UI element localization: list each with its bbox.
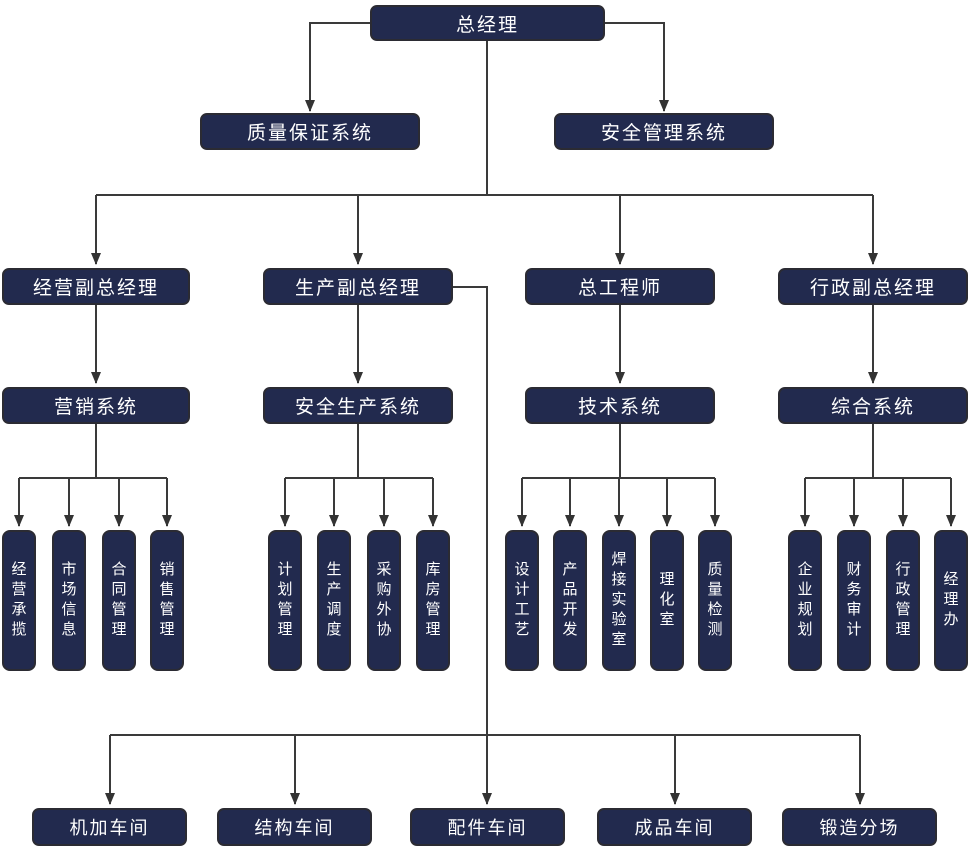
- org-node-production-deputy-gm[interactable]: 生产副总经理: [263, 268, 453, 305]
- org-node-structure-workshop[interactable]: 结构车间: [217, 808, 372, 846]
- org-node-gm-office[interactable]: 经理办: [934, 530, 968, 671]
- org-node-quality-assurance-system[interactable]: 质量保证系统: [200, 113, 420, 150]
- org-node-physicochemical-lab[interactable]: 理化室: [650, 530, 684, 671]
- org-node-business-contracting[interactable]: 经营承揽: [2, 530, 36, 671]
- org-node-forging-branch[interactable]: 锻造分场: [782, 808, 937, 846]
- org-node-safety-management-system[interactable]: 安全管理系统: [554, 113, 774, 150]
- org-node-parts-workshop[interactable]: 配件车间: [410, 808, 565, 846]
- org-node-general-manager[interactable]: 总经理: [370, 5, 605, 41]
- org-node-finance-audit[interactable]: 财务审计: [837, 530, 871, 671]
- org-node-welding-laboratory[interactable]: 焊接实验室: [602, 530, 636, 671]
- org-node-production-dispatch[interactable]: 生产调度: [317, 530, 351, 671]
- org-node-finished-product-workshop[interactable]: 成品车间: [597, 808, 752, 846]
- org-node-technical-system[interactable]: 技术系统: [525, 387, 715, 424]
- org-node-sales-management[interactable]: 销售管理: [150, 530, 184, 671]
- org-node-warehouse-management[interactable]: 库房管理: [416, 530, 450, 671]
- org-node-design-process[interactable]: 设计工艺: [505, 530, 539, 671]
- org-node-general-affairs-system[interactable]: 综合系统: [778, 387, 968, 424]
- org-node-plan-management[interactable]: 计划管理: [268, 530, 302, 671]
- org-node-enterprise-planning[interactable]: 企业规划: [788, 530, 822, 671]
- org-node-market-information[interactable]: 市场信息: [52, 530, 86, 671]
- org-node-admin-management[interactable]: 行政管理: [886, 530, 920, 671]
- org-node-marketing-system[interactable]: 营销系统: [2, 387, 190, 424]
- org-node-product-development[interactable]: 产品开发: [553, 530, 587, 671]
- org-node-safe-production-system[interactable]: 安全生产系统: [263, 387, 453, 424]
- org-node-procurement-outsourcing[interactable]: 采购外协: [367, 530, 401, 671]
- org-node-admin-deputy-gm[interactable]: 行政副总经理: [778, 268, 968, 305]
- org-node-operations-deputy-gm[interactable]: 经营副总经理: [2, 268, 190, 305]
- org-node-contract-management[interactable]: 合同管理: [102, 530, 136, 671]
- org-node-chief-engineer[interactable]: 总工程师: [525, 268, 715, 305]
- org-node-quality-inspection[interactable]: 质量检测: [698, 530, 732, 671]
- org-node-machining-workshop[interactable]: 机加车间: [32, 808, 187, 846]
